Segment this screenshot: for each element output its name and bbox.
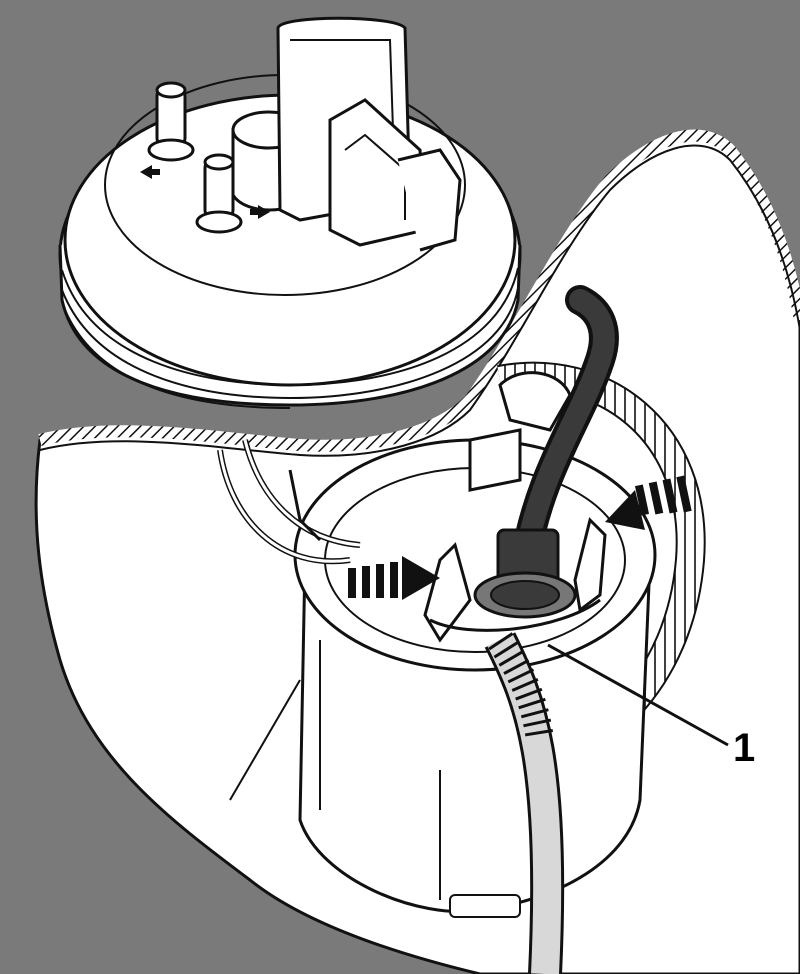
fuel-hose-dark [510, 285, 619, 575]
hose-connector [473, 528, 577, 619]
flange-details [140, 16, 462, 252]
mounting-bracket [468, 371, 572, 492]
flange-arrow-right-icon [258, 205, 270, 219]
locking-clip [423, 517, 607, 643]
callout-leader-line [547, 643, 729, 747]
arrow-right-icon [605, 475, 692, 530]
wire-harness [217, 439, 361, 565]
arrow-left-icon [348, 556, 440, 600]
edge-line [229, 679, 301, 801]
flange-arrow-left-icon [140, 165, 152, 179]
callout-label-1: 1 [733, 726, 756, 770]
pump-body [293, 438, 657, 918]
supply-hose-light [484, 632, 565, 974]
